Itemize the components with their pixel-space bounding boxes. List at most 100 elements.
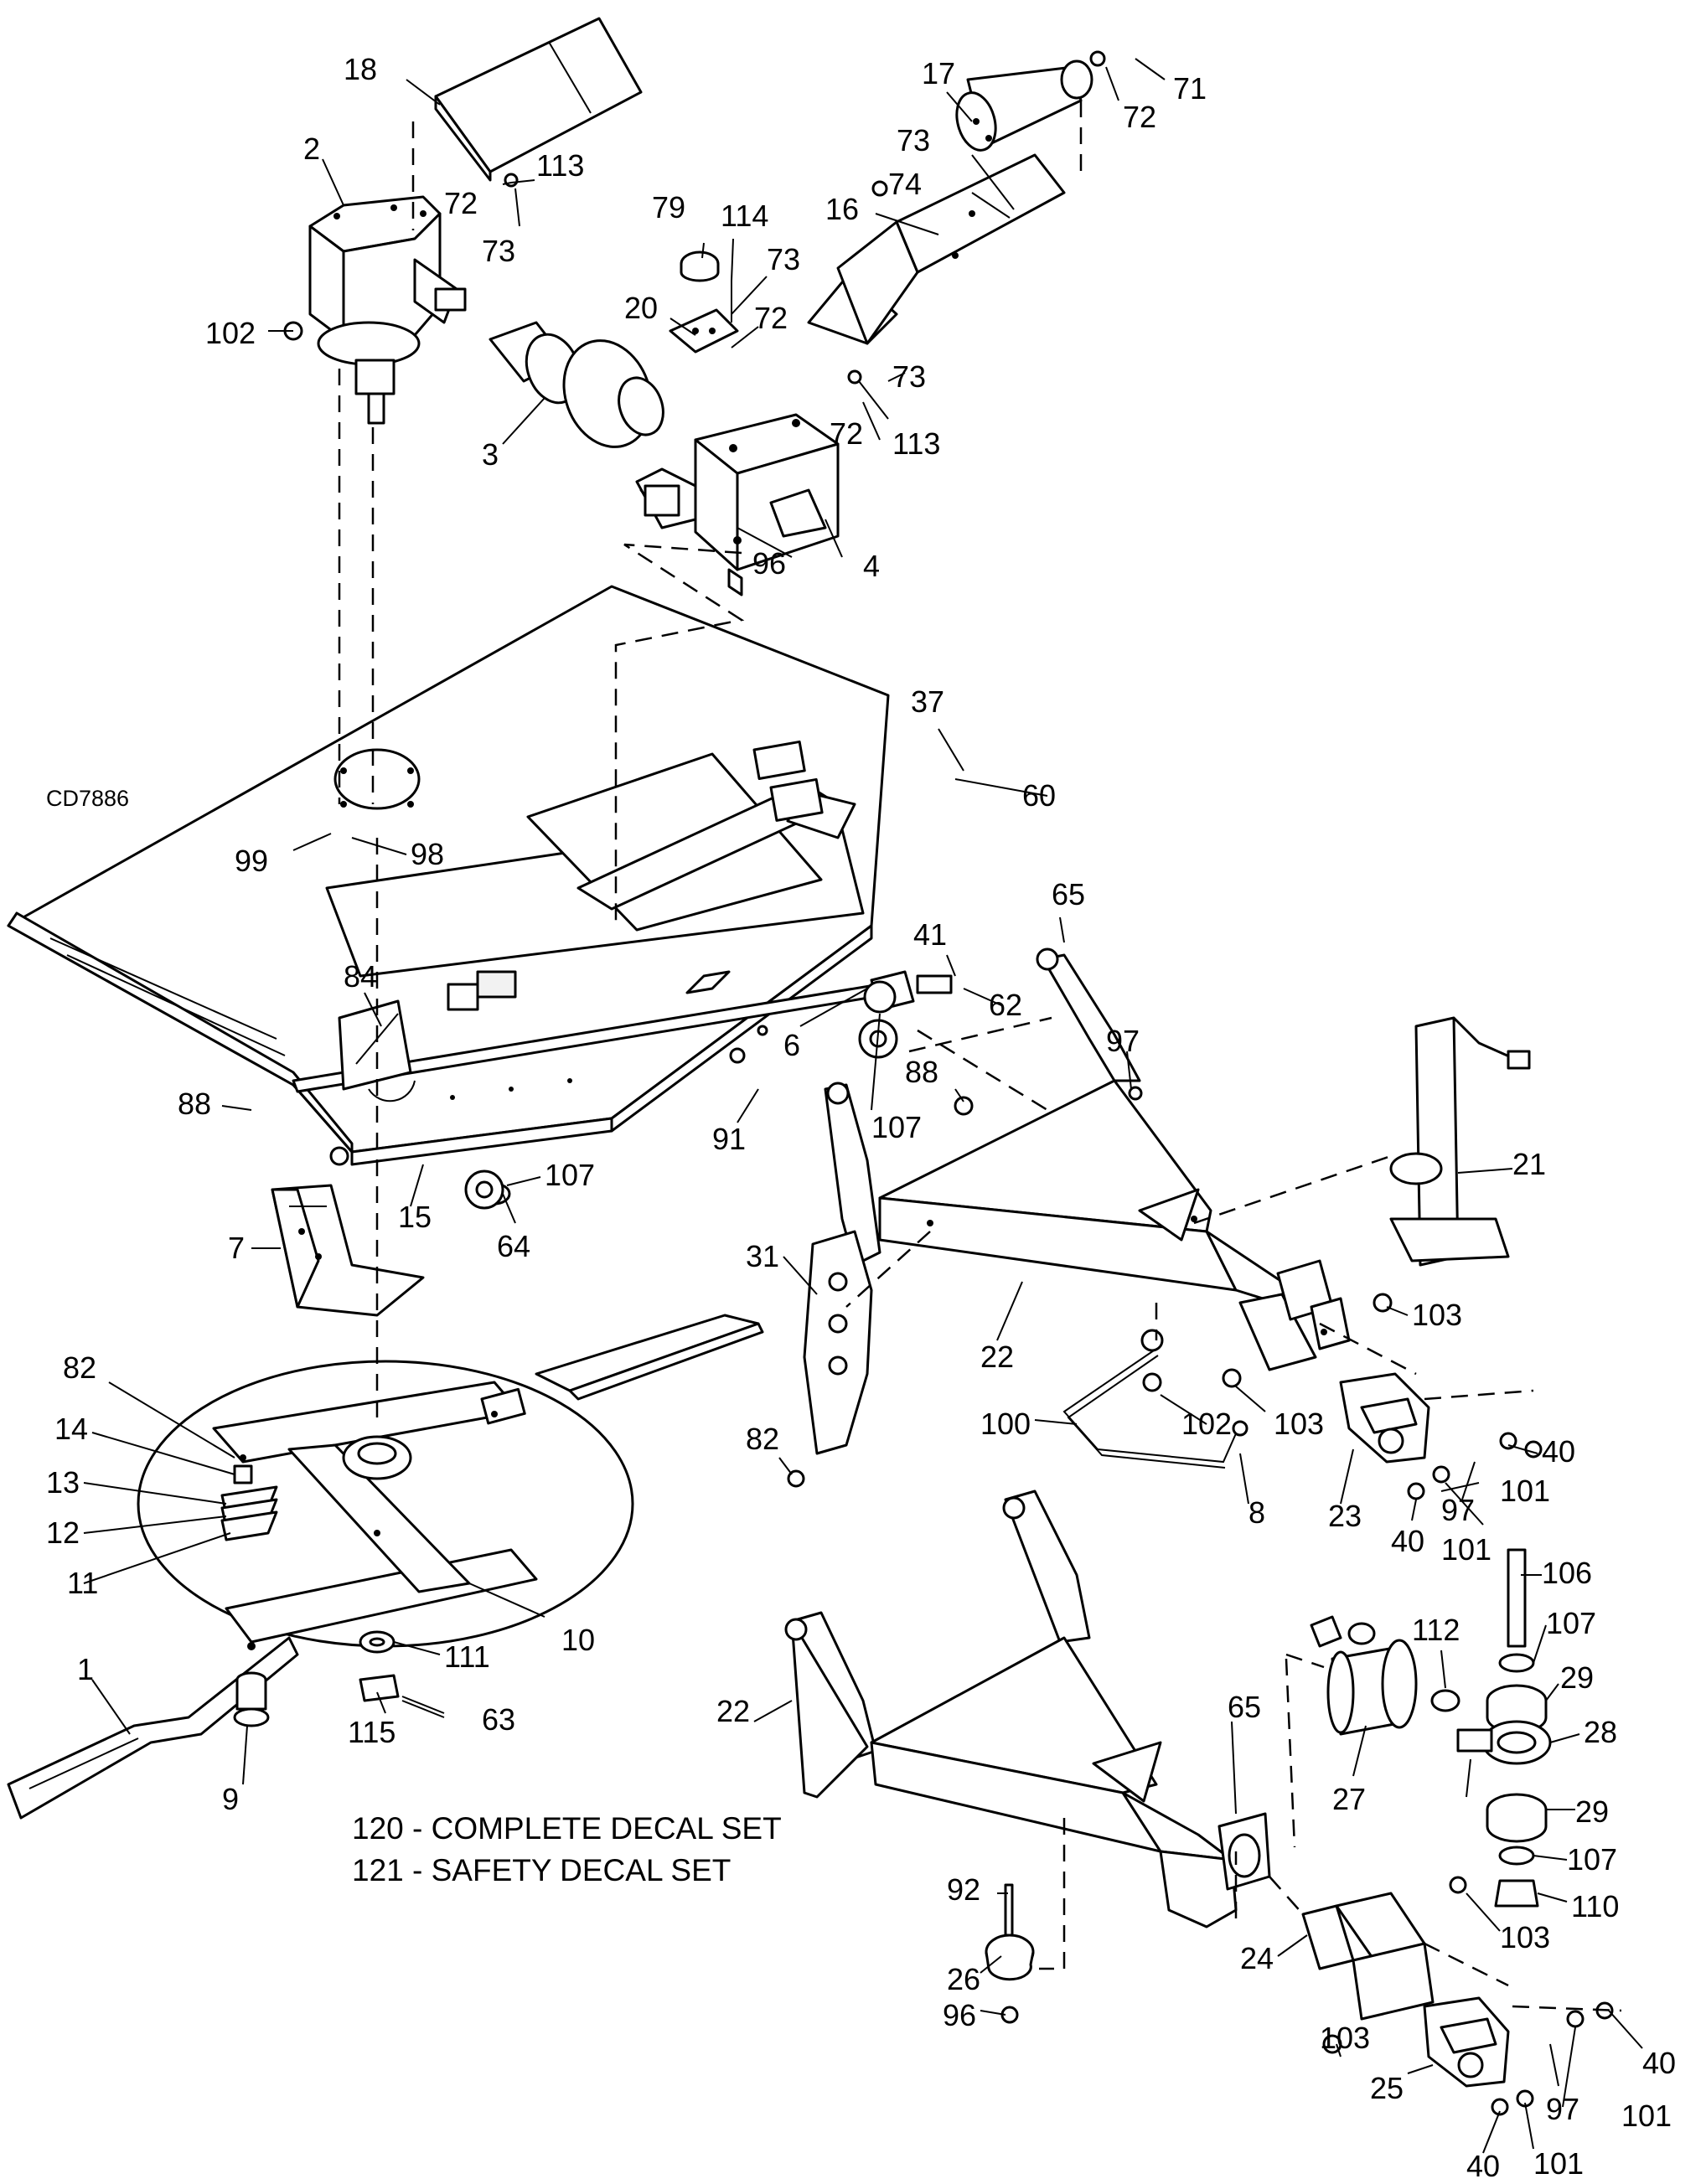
note-safety-decal-set: 121 - SAFETY DECAL SET — [352, 1853, 731, 1887]
callout-88: 88 — [178, 1087, 211, 1121]
callout-25: 25 — [1370, 2071, 1404, 2105]
callout-107: 107 — [1546, 1606, 1596, 1640]
callout-27: 27 — [1332, 1782, 1366, 1816]
callout-107: 107 — [1567, 1842, 1617, 1877]
callout-26: 26 — [947, 1962, 980, 1996]
drawing-code: CD7886 — [46, 786, 129, 811]
callout-40: 40 — [1466, 2149, 1500, 2183]
callout-102: 102 — [1181, 1407, 1232, 1441]
callout-labels: 18 2 72 113 73 102 3 79 114 73 20 72 17 … — [46, 52, 1676, 2183]
callout-113: 113 — [536, 148, 584, 183]
callout-72: 72 — [830, 416, 863, 451]
a-frame-hitch-alt — [784, 1490, 1271, 1928]
callout-29: 29 — [1560, 1660, 1594, 1695]
callout-101: 101 — [1441, 1532, 1491, 1567]
callout-60: 60 — [1022, 778, 1056, 813]
callout-103: 103 — [1274, 1407, 1324, 1441]
callout-72: 72 — [1123, 100, 1156, 134]
callout-103: 103 — [1412, 1298, 1462, 1332]
rotation-decal-bracket — [338, 999, 416, 1102]
callout-41: 41 — [913, 917, 947, 952]
callout-82: 82 — [63, 1350, 96, 1385]
callout-12: 12 — [46, 1515, 80, 1550]
callout-79: 79 — [652, 190, 685, 225]
rear-leg — [271, 1184, 425, 1317]
callout-40: 40 — [1642, 2046, 1676, 2080]
callout-101: 101 — [1500, 1474, 1550, 1508]
callout-107: 107 — [545, 1158, 595, 1192]
callout-101: 101 — [1533, 2146, 1584, 2181]
callout-84: 84 — [344, 959, 377, 994]
lower-clevis — [1301, 1892, 1510, 2088]
callout-111: 111 — [444, 1639, 490, 1674]
callout-74: 74 — [888, 167, 922, 201]
callout-72: 72 — [754, 301, 788, 335]
notes: 120 - COMPLETE DECAL SET 121 - SAFETY DE… — [352, 1811, 782, 1887]
main-gearbox — [635, 413, 840, 596]
callout-22: 22 — [716, 1694, 750, 1728]
callout-103: 103 — [1500, 1920, 1550, 1954]
hardware — [283, 50, 1614, 2116]
callout-13: 13 — [46, 1465, 80, 1500]
callout-73: 73 — [767, 242, 800, 276]
callout-4: 4 — [863, 549, 880, 583]
safety-chain — [1062, 1329, 1248, 1469]
tie-rod — [292, 970, 953, 1206]
cover-plate — [669, 281, 739, 354]
callout-14: 14 — [54, 1412, 88, 1446]
callout-8: 8 — [1248, 1495, 1265, 1530]
callout-29: 29 — [1575, 1794, 1609, 1829]
clevis-hitch — [1339, 1372, 1430, 1464]
callout-113: 113 — [892, 426, 940, 461]
callout-73: 73 — [482, 234, 515, 268]
callout-37: 37 — [911, 684, 944, 719]
callout-73: 73 — [897, 123, 930, 157]
callout-96: 96 — [752, 546, 786, 581]
a-frame-hitch — [824, 947, 1351, 1371]
lift-link — [803, 1230, 873, 1455]
callout-106: 106 — [1542, 1556, 1592, 1590]
vent-cap — [680, 250, 720, 282]
callout-24: 24 — [1240, 1941, 1274, 1975]
part-drawings — [7, 17, 1614, 2116]
callout-107: 107 — [871, 1110, 922, 1144]
callout-88: 88 — [905, 1055, 938, 1089]
callout-65: 65 — [1228, 1690, 1261, 1724]
callout-31: 31 — [746, 1239, 779, 1273]
callout-10: 10 — [561, 1623, 595, 1657]
driveline-coupler — [489, 321, 664, 448]
callout-20: 20 — [624, 291, 658, 325]
driveline-tube — [955, 59, 1093, 152]
callout-103: 103 — [1320, 2021, 1370, 2055]
note-complete-decal-set: 120 - COMPLETE DECAL SET — [352, 1811, 782, 1846]
callout-40: 40 — [1542, 1434, 1575, 1469]
callout-98: 98 — [411, 837, 444, 871]
callout-3: 3 — [482, 437, 499, 472]
callout-7: 7 — [228, 1231, 245, 1265]
cutting-blade — [7, 1636, 299, 1820]
callout-6: 6 — [783, 1028, 800, 1062]
jack-stand — [1389, 1016, 1531, 1267]
callout-97: 97 — [1546, 2092, 1579, 2126]
callout-73: 73 — [892, 359, 926, 394]
leader-lines — [83, 58, 1643, 2154]
callout-64: 64 — [497, 1229, 530, 1263]
callout-40: 40 — [1391, 1524, 1424, 1558]
callout-22: 22 — [980, 1340, 1014, 1374]
callout-28: 28 — [1584, 1715, 1617, 1749]
callout-92: 92 — [947, 1872, 980, 1907]
callout-71: 71 — [1173, 71, 1207, 106]
callout-82: 82 — [746, 1422, 779, 1456]
callout-2: 2 — [303, 132, 320, 166]
callout-115: 115 — [348, 1715, 395, 1749]
callout-21: 21 — [1512, 1147, 1546, 1181]
gearbox-shield — [434, 17, 643, 182]
callout-17: 17 — [922, 56, 955, 90]
callout-23: 23 — [1328, 1499, 1362, 1533]
blade-bushing — [233, 1671, 270, 1727]
swivel-hitch — [1310, 1548, 1552, 1908]
callout-112: 112 — [1412, 1613, 1460, 1647]
assembly-lines — [338, 101, 1622, 2012]
callout-110: 110 — [1571, 1889, 1619, 1923]
